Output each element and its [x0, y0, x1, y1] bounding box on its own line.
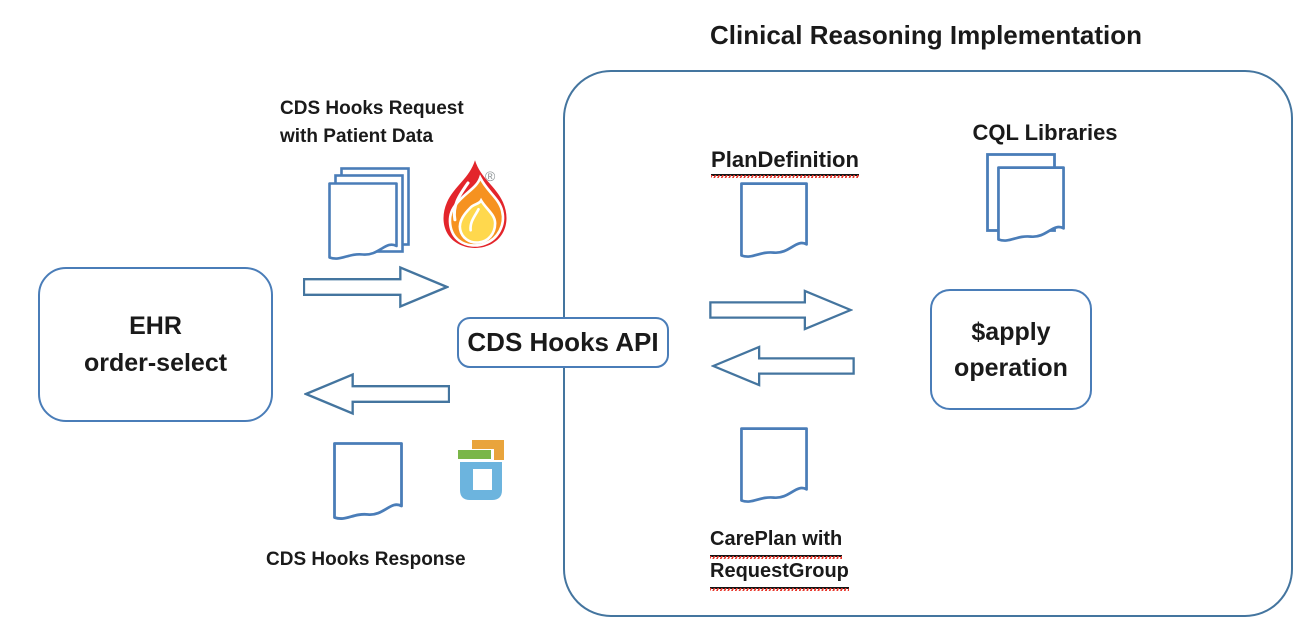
- cql-documents-stack: [985, 152, 1067, 250]
- request-documents-stack: [328, 164, 424, 264]
- ehr-label-line1: EHR: [129, 311, 182, 340]
- ehr-label-line2: order-select: [83, 348, 228, 377]
- cds-hooks-api-label: CDS Hooks API: [467, 327, 659, 357]
- arrow-right-icon: [303, 265, 449, 309]
- apply-operation-box: $apply operation: [930, 289, 1092, 410]
- careplan-requestgroup-label: CarePlan with RequestGroup: [710, 525, 849, 591]
- ehr-order-select-box: EHR order-select: [38, 267, 273, 422]
- document-icon: [997, 166, 1065, 242]
- plan-definition-label: PlanDefinition: [660, 147, 910, 178]
- document-icon: [328, 182, 398, 260]
- fhir-flame-icon: [443, 160, 507, 248]
- cds-hooks-response-label: CDS Hooks Response: [266, 549, 466, 570]
- registered-trademark: ®: [485, 168, 496, 184]
- document-icon: [740, 182, 808, 258]
- arrow-left-icon: [304, 372, 450, 416]
- cds-hooks-logo-icon: [458, 440, 504, 500]
- apply-label-line1: $apply: [971, 317, 1051, 346]
- arrow-right-icon: [709, 289, 853, 331]
- cds-hooks-request-label: CDS Hooks Request with Patient Data: [280, 98, 464, 147]
- page-title: Clinical Reasoning Implementation: [710, 20, 1142, 50]
- apply-label-line2: operation: [954, 353, 1068, 382]
- cql-libraries-label: CQL Libraries: [972, 120, 1118, 145]
- document-icon: [740, 427, 808, 503]
- document-icon: [333, 442, 403, 520]
- arrow-left-icon: [711, 345, 855, 387]
- cds-hooks-api-box: CDS Hooks API: [457, 317, 669, 368]
